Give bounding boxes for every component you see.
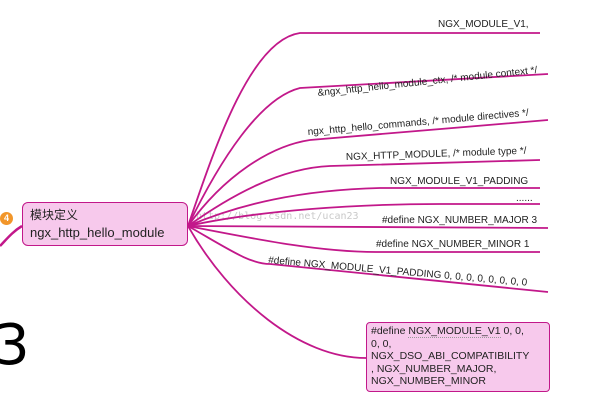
partial-glyph: 3 (0, 313, 30, 378)
watermark: http://blog.csdn.net/ucan23 (196, 211, 359, 222)
branch-label-2: &ngx_http_hello_module_ctx, /* module co… (317, 65, 538, 99)
parent-connector (0, 224, 23, 247)
branch-curve-6 (187, 203, 540, 227)
branch-curve-4 (187, 159, 541, 227)
branch-label-9: #define NGX_MODULE_V1_PADDING 0, 0, 0, 0… (268, 255, 528, 289)
note-line-5: NGX_NUMBER_MINOR (371, 375, 486, 387)
note-line-3: NGX_DSO_ABI_COMPATIBILITY (371, 350, 530, 362)
branch-curve-8 (187, 225, 540, 253)
note-line-1: #define NGX_MODULE_V1 0, 0, (371, 325, 545, 338)
branch-curve-3 (187, 119, 549, 227)
branch-label-7: #define NGX_NUMBER_MAJOR 3 (382, 215, 537, 226)
branch-curve-5 (187, 187, 540, 227)
branch-label-3: ngx_http_hello_commands, /* module direc… (307, 108, 529, 138)
branch-curve-2 (187, 73, 549, 227)
note-line-1-prefix: #define (371, 325, 409, 337)
priority-badge: 4 (0, 212, 13, 225)
note-line-2: 0, 0, (371, 337, 392, 350)
note-connector (187, 225, 367, 359)
branch-label-5: NGX_MODULE_V1_PADDING (390, 176, 528, 187)
branch-label-1: NGX_MODULE_V1, (438, 19, 529, 30)
branch-curve-9 (187, 225, 549, 293)
root-node-subtitle: ngx_http_hello_module (30, 225, 165, 240)
note-line-1-term: NGX_MODULE_V1 (408, 325, 501, 338)
note-node[interactable]: #define NGX_MODULE_V1 0, 0, 0, 0, NGX_DS… (366, 322, 550, 392)
branch-label-8: #define NGX_NUMBER_MINOR 1 (376, 239, 530, 250)
note-line-1-suffix: 0, 0, (500, 325, 524, 337)
branch-curve-7 (187, 225, 549, 229)
root-node-title: 模块定义 (30, 208, 79, 222)
branch-curve-1 (187, 32, 540, 227)
root-node[interactable]: 模块定义 ngx_http_hello_module (22, 202, 188, 246)
branch-label-6: ...... (516, 193, 533, 204)
note-line-4: , NGX_NUMBER_MAJOR, (371, 362, 497, 375)
